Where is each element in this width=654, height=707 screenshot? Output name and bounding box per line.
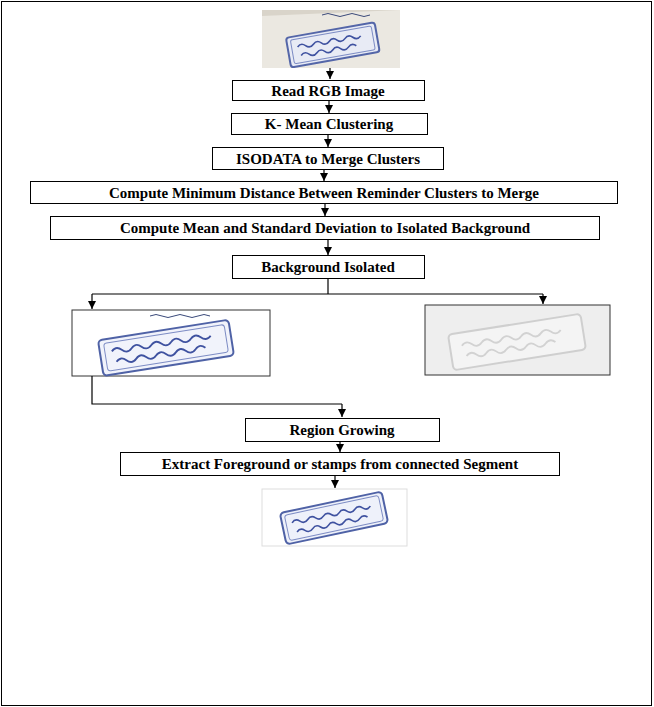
- process-box: Background Isolated: [232, 255, 425, 279]
- flow-arrow: [324, 204, 325, 216]
- branch-line: [327, 279, 328, 294]
- process-box: K- Mean Clustering: [231, 113, 428, 135]
- foreground-image: [72, 310, 270, 376]
- flow-arrow: [339, 442, 340, 452]
- box-label: Read RGB Image: [271, 82, 384, 100]
- branch-line: [92, 293, 543, 294]
- box-label: K- Mean Clustering: [265, 115, 393, 133]
- background-image: [425, 305, 610, 375]
- box-label: Compute Minimum Distance Between Reminde…: [109, 184, 539, 202]
- process-box: Compute Minimum Distance Between Reminde…: [30, 181, 618, 204]
- flow-arrow: [323, 170, 324, 181]
- flow-arrow: [328, 101, 329, 113]
- process-box: Region Growing: [245, 418, 440, 442]
- box-label: ISODATA to Merge Clusters: [236, 150, 420, 168]
- flow-arrow: [327, 135, 328, 147]
- flow-arrow: [341, 404, 342, 417]
- flow-line: [92, 376, 342, 404]
- flow-arrow: [91, 294, 92, 309]
- process-box: ISODATA to Merge Clusters: [212, 147, 444, 170]
- box-label: Compute Mean and Standard Deviation to I…: [120, 219, 530, 237]
- flow-arrow: [329, 68, 330, 79]
- flow-arrow: [334, 476, 335, 488]
- process-box: Read RGB Image: [232, 80, 425, 101]
- flow-arrow: [327, 240, 328, 255]
- output-stamp-image: [262, 489, 407, 546]
- flow-arrow: [542, 294, 543, 304]
- process-box: Compute Mean and Standard Deviation to I…: [50, 216, 600, 240]
- input-stamp-image: [262, 10, 400, 68]
- box-label: Region Growing: [289, 421, 394, 439]
- box-label: Background Isolated: [261, 258, 395, 276]
- box-label: Extract Foreground or stamps from connec…: [162, 455, 518, 473]
- process-box: Extract Foreground or stamps from connec…: [120, 452, 560, 476]
